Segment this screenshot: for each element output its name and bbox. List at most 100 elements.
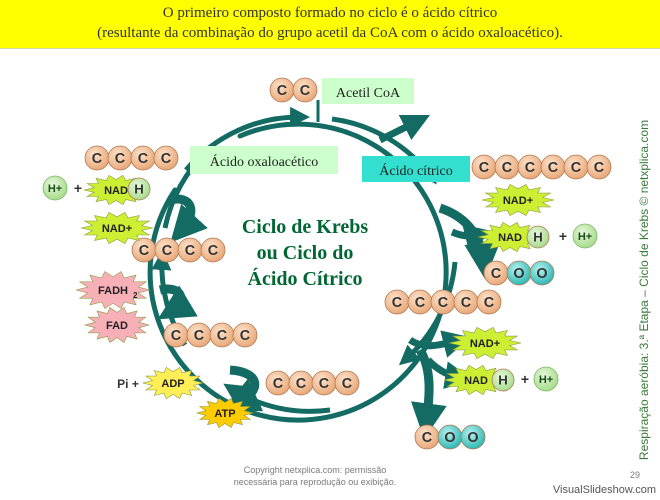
nad-h-right-2: NAD bbox=[443, 364, 509, 396]
c4-chain-c-atom-circle bbox=[334, 370, 360, 396]
oxaloacetate-chain-atom-circle bbox=[153, 145, 179, 171]
c5-chain-atom: C bbox=[384, 289, 410, 315]
atp-bottom-shape bbox=[195, 397, 255, 429]
co2-2-atom: O bbox=[437, 424, 463, 450]
c5-chain-atom: C bbox=[407, 289, 433, 315]
h-atom-left: H bbox=[127, 177, 151, 201]
co2-1-atom: O bbox=[506, 260, 532, 286]
atp-loop-arrow bbox=[222, 365, 264, 412]
page-number: 29 bbox=[629, 470, 640, 480]
c4-chain-c-atom: C bbox=[334, 370, 360, 396]
fadh2-left: FADH bbox=[75, 271, 151, 309]
fadh2-subscript: 2 bbox=[133, 291, 138, 300]
nad-plus-right-2: NAD+ bbox=[448, 326, 522, 360]
watermark: VisualSlideshow.com bbox=[552, 484, 656, 496]
co2-2-atom-letter: C bbox=[422, 430, 432, 446]
nad-plus-right-2-label: NAD+ bbox=[470, 338, 500, 350]
citrate-chain-atom-letter: C bbox=[548, 160, 558, 176]
c4-chain-a-atom: C bbox=[131, 237, 157, 263]
center-title-line-3: Ácido Cítrico bbox=[248, 267, 363, 290]
banner-line-1: O primeiro composto formado no ciclo é o… bbox=[162, 5, 498, 21]
nad-plus-left: NAD+ bbox=[80, 211, 154, 245]
c4-chain-c-atom-letter: C bbox=[342, 376, 352, 392]
adp-left-label: ADP bbox=[161, 378, 184, 390]
c4-chain-c-atom-letter: C bbox=[273, 376, 283, 392]
nad-plus-right-2-shape bbox=[448, 326, 522, 360]
plus-right-1: + bbox=[559, 228, 567, 244]
acetil-label: Acetil CoA bbox=[336, 86, 401, 101]
co2-1-atom: C bbox=[483, 260, 509, 286]
c4-chain-a-atom-letter: C bbox=[139, 243, 149, 259]
h-atom-right-2: H bbox=[491, 368, 515, 392]
h-plus-left: H+ bbox=[42, 175, 68, 201]
c4-chain-b-atom: C bbox=[186, 322, 212, 348]
c5-chain-atom-letter: C bbox=[392, 295, 402, 311]
c4-chain-b-atom: C bbox=[232, 322, 258, 348]
title-banner: O primeiro composto formado no ciclo é o… bbox=[0, 0, 660, 49]
atp-bottom: ATP bbox=[195, 397, 255, 429]
center-title-line-1: Ciclo de Krebs bbox=[242, 216, 369, 238]
c5-chain-atom-letter: C bbox=[438, 295, 448, 311]
h-atom-right-2-letter: H bbox=[498, 373, 508, 388]
acetil-label-box bbox=[322, 78, 414, 104]
fad-left-shape bbox=[83, 307, 151, 343]
c5-chain-atom-circle bbox=[476, 289, 502, 315]
citrate-chain-atom: C bbox=[494, 154, 520, 180]
nad-h-right-1-shape bbox=[477, 221, 543, 253]
c4-chain-b-atom: C bbox=[209, 322, 235, 348]
co2-exit-arrows bbox=[157, 194, 501, 440]
side-title-text: Respiração aeróbia: 3.ª Etapa – Ciclo de… bbox=[637, 119, 651, 461]
adp-left-shape bbox=[141, 366, 205, 400]
nad-h-right-1: NAD bbox=[477, 221, 543, 253]
co2-2-atom-letter: O bbox=[444, 430, 455, 446]
nad-plus-right-1-shape bbox=[481, 183, 555, 217]
h-atom-left-letter: H bbox=[134, 182, 144, 197]
c4-chain-b-atom-letter: C bbox=[240, 328, 250, 344]
citrate-chain-atom-letter: C bbox=[525, 160, 535, 176]
oxaloacetate-chain-atom-letter: C bbox=[92, 151, 102, 167]
citrate-chain-atom: C bbox=[517, 154, 543, 180]
c4-chain-a-atom-letter: C bbox=[208, 243, 218, 259]
fad-left-label: FAD bbox=[106, 320, 128, 332]
c4-chain-b-atom-circle bbox=[232, 322, 258, 348]
co2-1-atom-letter: O bbox=[513, 266, 524, 282]
citrate-chain-atom-circle bbox=[586, 154, 612, 180]
c5-chain-atom: C bbox=[476, 289, 502, 315]
oxaloacetate-chain-atom-letter: C bbox=[138, 151, 148, 167]
center-title-line-2: ou Ciclo do bbox=[257, 242, 354, 264]
c5-chain-atom: C bbox=[453, 289, 479, 315]
co2-1-atom-letter: C bbox=[491, 266, 501, 282]
c4-chain-c-atom: C bbox=[311, 370, 337, 396]
nad-plus-right-1-label: NAD+ bbox=[503, 195, 533, 207]
h-plus-right-2-label: H+ bbox=[539, 374, 553, 386]
h-atom-right-2-circle bbox=[491, 368, 515, 392]
c5-chain-atom-letter: C bbox=[484, 295, 494, 311]
citrate-chain-atom-letter: C bbox=[502, 160, 512, 176]
co2-2-atom: O bbox=[460, 424, 486, 450]
fad-loop-arrow bbox=[157, 284, 198, 320]
nad-h-right-1-label: NAD bbox=[498, 232, 522, 244]
c4-chain-a-atom-letter: C bbox=[185, 243, 195, 259]
citrate-chain-atom-letter: C bbox=[594, 160, 604, 176]
oxaloacetate-chain-atom-letter: C bbox=[115, 151, 125, 167]
c4-chain-c-atom-letter: C bbox=[296, 376, 306, 392]
fad-left: FAD bbox=[83, 307, 151, 343]
co2-arrow-2 bbox=[411, 347, 447, 440]
oxaloacetate-chain-atom: C bbox=[153, 145, 179, 171]
coa-exit-arrow bbox=[378, 114, 431, 144]
c4-chain-b-atom-letter: C bbox=[194, 328, 204, 344]
h-plus-right-1-circle bbox=[572, 223, 598, 249]
c4-chain-a-atom: C bbox=[200, 237, 226, 263]
adp-left: ADP bbox=[141, 366, 205, 400]
atp-bottom-label: ATP bbox=[214, 408, 235, 420]
nad-h-left-label: NAD bbox=[104, 185, 128, 197]
h-plus-left-circle bbox=[42, 175, 68, 201]
h-atom-right-1-circle bbox=[526, 225, 550, 249]
h-atom-right-1-letter: H bbox=[533, 230, 543, 245]
